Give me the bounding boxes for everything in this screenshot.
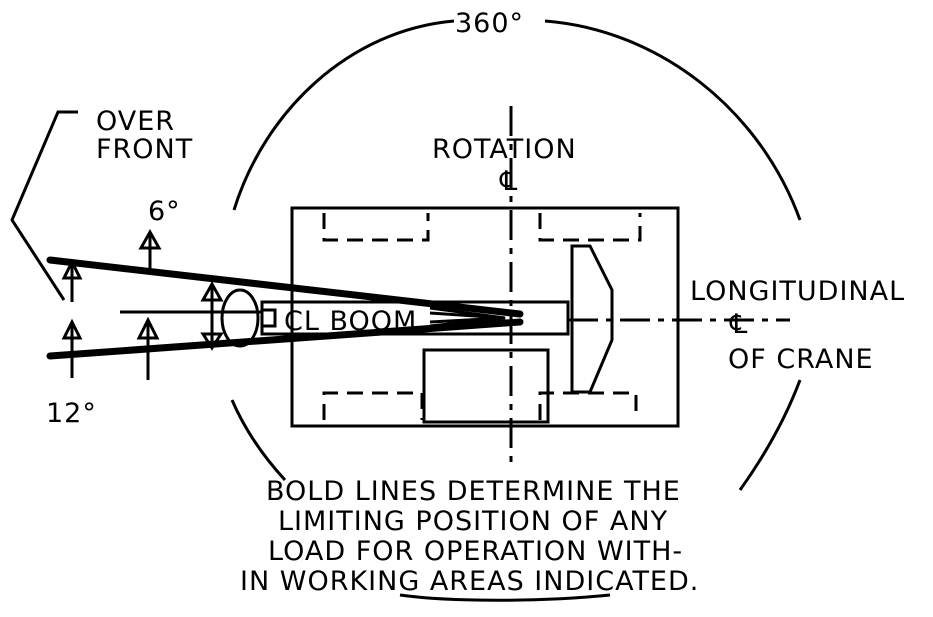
over-front-label-line1: OVER — [96, 106, 175, 137]
angle-6-label: 6° — [148, 196, 181, 227]
cl-boom-label: CL BOOM — [284, 306, 417, 337]
note-block: BOLD LINES DETERMINE THE LIMITING POSITI… — [240, 476, 699, 597]
outrigger-pad-rear-right — [322, 391, 424, 420]
note-line-4: IN WORKING AREAS INDICATED. — [240, 566, 699, 597]
cab-block — [422, 348, 550, 424]
sheave — [220, 288, 260, 348]
outrigger-pad-front-right — [538, 391, 638, 420]
centerline-symbols: ℄ ℄ — [499, 166, 748, 340]
outrigger-pad-rear-left — [322, 213, 430, 242]
over-front-leader — [10, 110, 78, 301]
limit-line-upper — [46, 256, 524, 318]
boom — [120, 288, 570, 348]
longitudinal-cl-symbol: ℄ — [729, 309, 748, 340]
crane-carrier — [290, 206, 680, 428]
outrigger-pad-front-left — [538, 213, 642, 242]
note-line-1: BOLD LINES DETERMINE THE — [266, 476, 681, 507]
rotation-label: ROTATION — [432, 134, 577, 165]
note-line-2: LIMITING POSITION OF ANY — [278, 506, 668, 537]
note-line-3: LOAD FOR OPERATION WITH- — [268, 536, 683, 567]
rotation-cl-symbol: ℄ — [499, 166, 518, 197]
over-front-label-line2: FRONT — [96, 134, 193, 165]
bold-limit-lines — [46, 256, 524, 360]
angle-360-label: 360° — [455, 8, 524, 39]
angle-markers — [10, 110, 224, 380]
swing-circle — [230, 19, 802, 602]
front-bumper — [570, 244, 614, 394]
of-crane-label: OF CRANE — [728, 344, 874, 375]
limit-line-lower — [46, 318, 524, 360]
center-lines — [509, 106, 790, 466]
angle-12-label: 12° — [46, 398, 97, 429]
longitudinal-label: LONGITUDINAL — [690, 276, 905, 307]
